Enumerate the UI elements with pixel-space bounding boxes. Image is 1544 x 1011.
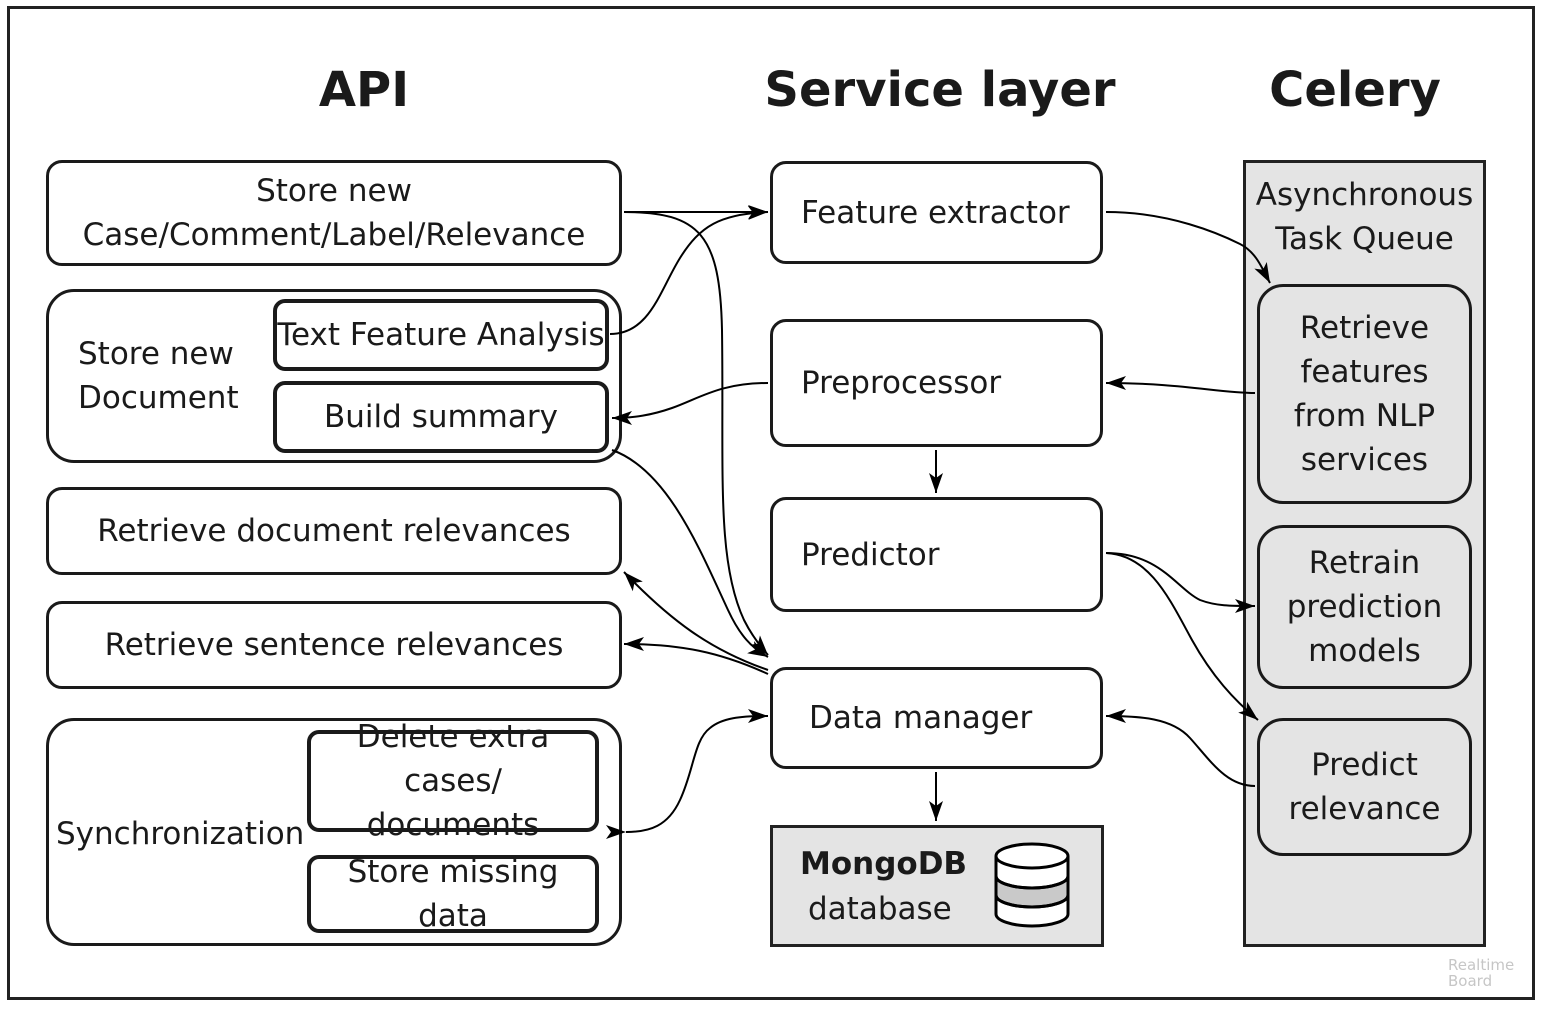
retrain-models-task[interactable]: Retrain prediction models bbox=[1257, 525, 1472, 689]
arrow-preprocessor-to-build-summary bbox=[611, 382, 769, 425]
retrieve-sentence-relevances-box[interactable]: Retrieve sentence relevances bbox=[46, 601, 622, 689]
arrow-text-feature-to-feature-extractor bbox=[609, 205, 769, 335]
store-missing-data-box[interactable]: Store missing data bbox=[307, 854, 599, 934]
arrow-predictor-to-predict bbox=[1105, 552, 1259, 721]
arrow-feature-extractor-to-retrieve-features bbox=[1105, 211, 1271, 284]
async-task-queue-title: Asynchronous Task Queue bbox=[1255, 177, 1474, 257]
mongodb-title: MongoDB bbox=[800, 846, 968, 882]
retrieve-document-relevances-box[interactable]: Retrieve document relevances bbox=[46, 487, 622, 575]
watermark-line-2: Board bbox=[1448, 972, 1493, 990]
arrow-case-to-data-manager bbox=[623, 211, 769, 656]
api-header: API bbox=[318, 62, 410, 118]
database-subtitle: database bbox=[808, 891, 952, 927]
arrow-document-to-data-manager bbox=[611, 449, 769, 658]
arrow-predict-to-data-manager bbox=[1105, 709, 1256, 787]
preprocessor-box[interactable]: Preprocessor bbox=[770, 319, 1103, 447]
celery-header: Celery bbox=[1269, 62, 1441, 118]
arrow-retrieve-features-to-preprocessor bbox=[1105, 376, 1256, 394]
arrow-predictor-to-retrain bbox=[1105, 552, 1256, 613]
arrow-data-manager-to-document-relevances bbox=[623, 571, 769, 671]
delete-extra-cases-box[interactable]: Delete extra cases/ documents bbox=[307, 719, 599, 843]
predictor-box[interactable]: Predictor bbox=[770, 497, 1103, 612]
text-feature-analysis-box[interactable]: Text Feature Analysis bbox=[273, 299, 609, 371]
realtimeboard-watermark: Realtime Board bbox=[1448, 957, 1514, 989]
service-layer-header: Service layer bbox=[764, 62, 1116, 118]
arrow-data-manager-to-sentence-relevances bbox=[623, 637, 769, 675]
data-manager-box[interactable]: Data manager bbox=[770, 667, 1103, 769]
synchronization-label: Synchronization bbox=[56, 816, 305, 852]
predict-relevance-task[interactable]: Predict relevance bbox=[1257, 718, 1472, 856]
store-new-document-label: Store new Document bbox=[78, 336, 239, 416]
store-new-case-box[interactable]: Store new Case/Comment/Label/Relevance bbox=[46, 160, 622, 266]
watermark-line-1: Realtime bbox=[1448, 956, 1515, 974]
arrow-sync-data-manager-bidirectional bbox=[605, 709, 769, 840]
database-icon bbox=[994, 842, 1070, 928]
build-summary-box[interactable]: Build summary bbox=[273, 381, 609, 453]
feature-extractor-box[interactable]: Feature extractor bbox=[770, 161, 1103, 264]
diagram-frame bbox=[7, 6, 1535, 1000]
retrieve-features-task[interactable]: Retrieve features from NLP services bbox=[1257, 284, 1472, 504]
